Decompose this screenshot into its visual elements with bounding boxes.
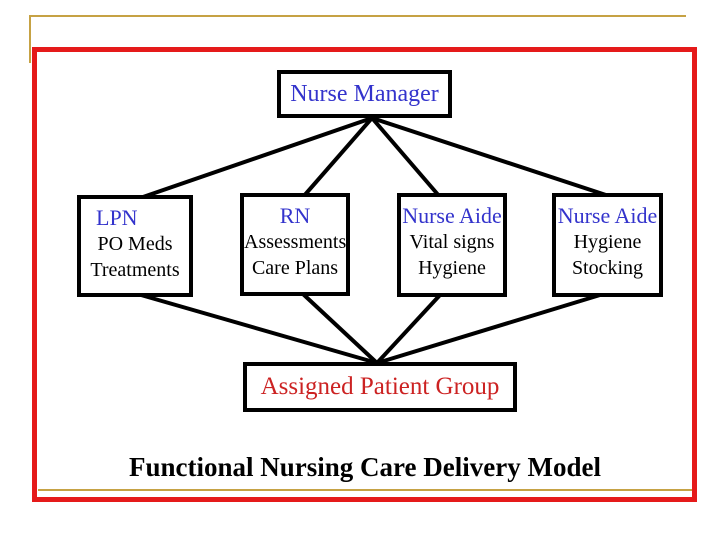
node-assigned-patient-group: Assigned Patient Group bbox=[243, 362, 517, 412]
edge-nurse-manager-lpn bbox=[142, 116, 373, 199]
gold-accent-line-left bbox=[29, 15, 31, 63]
nurse-aide-1-duty-1: Vital signs bbox=[409, 231, 495, 253]
rn-duty-1: Assessments bbox=[244, 231, 347, 253]
nurse-manager-label: Nurse Manager bbox=[290, 80, 439, 107]
gold-accent-line-bottom bbox=[38, 489, 692, 491]
nurse-aide-1-duty-2: Hygiene bbox=[418, 257, 486, 279]
rn-label: RN bbox=[279, 203, 311, 228]
edge-nurse-manager-rn bbox=[301, 116, 374, 199]
lpn-duty-1: PO Meds bbox=[97, 233, 173, 255]
nurse-aide-1-label: Nurse Aide bbox=[402, 203, 502, 228]
node-rn: RN Assessments Care Plans bbox=[240, 193, 350, 296]
edge-lpn-assigned-patient-group bbox=[140, 293, 378, 365]
edge-nurse-aide-2-assigned-patient-group bbox=[376, 293, 601, 365]
node-nurse-manager: Nurse Manager bbox=[277, 70, 452, 118]
node-nurse-aide-1: Nurse Aide Vital signs Hygiene bbox=[397, 193, 507, 297]
edge-nurse-aide-1-assigned-patient-group bbox=[375, 293, 442, 365]
assigned-patient-group-label: Assigned Patient Group bbox=[260, 373, 500, 400]
nurse-aide-2-label: Nurse Aide bbox=[557, 203, 658, 228]
edge-nurse-manager-nurse-aide-1 bbox=[370, 116, 442, 199]
edge-nurse-manager-nurse-aide-2 bbox=[371, 116, 613, 199]
rn-duty-2: Care Plans bbox=[251, 257, 339, 279]
lpn-label: LPN bbox=[96, 205, 138, 230]
gold-accent-line-top bbox=[29, 15, 686, 17]
node-nurse-aide-2: Nurse Aide Hygiene Stocking bbox=[552, 193, 663, 297]
nurse-aide-2-duty-2: Stocking bbox=[571, 257, 644, 279]
nurse-aide-2-duty-1: Hygiene bbox=[573, 231, 642, 253]
slide-title: Functional Nursing Care Delivery Model bbox=[129, 452, 601, 482]
edge-rn-assigned-patient-group bbox=[301, 292, 379, 365]
lpn-duty-2: Treatments bbox=[90, 259, 180, 281]
red-slide-border bbox=[32, 47, 697, 502]
node-lpn: LPN PO Meds Treatments bbox=[77, 195, 193, 297]
